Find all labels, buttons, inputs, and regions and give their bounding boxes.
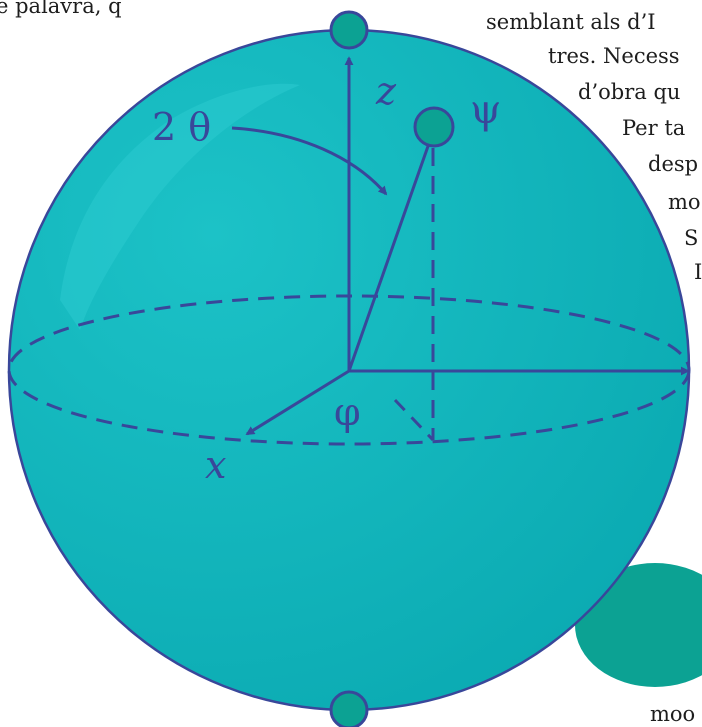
x-axis [245,369,350,436]
bg-text-line-6: desp [648,152,699,176]
bg-text-line-10: moo [650,702,696,726]
bg-text-line-5: Per ta [622,116,686,140]
bg-text-line-4: d’obra qu [578,80,681,104]
sphere-highlight [60,83,300,330]
x-axis-label: x [205,443,227,487]
bg-text-line-3: tres. Necess [548,44,680,68]
south-pole [329,690,369,727]
psi-label: ψ [470,87,502,133]
theta-label: 2 θ [152,105,212,149]
bg-text-line-7: mo [668,190,701,214]
state-point [413,106,455,148]
state-vector [347,131,435,372]
bg-text-line-8: S [684,226,699,250]
bg-text-line-9: I [694,260,702,284]
z-axis-label: z [376,69,397,113]
phi-label: φ [334,390,361,434]
north-pole [329,10,369,50]
theta-arrow [231,126,388,196]
bg-text-line-1: e palavra, q [0,0,122,18]
equatorial-projection [393,398,435,442]
sphere-shadow [575,563,702,687]
bg-text-line-2: semblant als d’I [486,10,656,34]
